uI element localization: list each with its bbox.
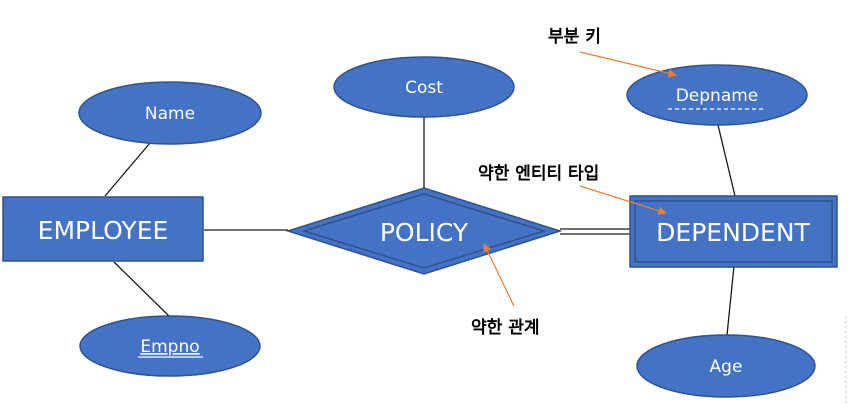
entity-dependent-inner-box [634,200,833,263]
attribute-depname-ellipse [626,64,808,126]
entity-dependent-label: DEPENDENT [656,218,810,247]
attribute-cost-ellipse [333,56,515,118]
entity-employee-box [2,196,204,262]
attribute-name: Name [78,81,262,145]
attribute-name-label: Name [145,104,195,124]
attribute-cost-label: Cost [405,78,443,98]
attribute-cost: Cost [333,56,515,118]
attribute-name-ellipse [78,81,262,145]
relationship-policy-outer-diamond [285,187,563,275]
attribute-depname-label: Depname [676,86,759,106]
arrow-weak-entity [579,185,667,215]
annotation-partial-key: 부분 키 [548,27,601,47]
entity-employee-label: EMPLOYEE [38,216,169,245]
attribute-empno-label: Empno [140,337,199,357]
entity-employee: EMPLOYEE [2,196,204,262]
attribute-empno-ellipse [79,315,261,377]
line-dependent-age [726,265,735,336]
relationship-policy: POLICY [285,187,563,275]
arrow-weak-relationship [483,243,515,307]
attribute-age-label: Age [710,357,743,377]
line-name-employee [104,142,151,197]
arrow-partial-key [579,51,677,78]
connector-lines [104,115,736,336]
line-employee-empno [113,261,173,320]
attribute-age: Age [636,334,816,398]
attribute-age-ellipse [636,334,816,398]
relationship-policy-inner-diamond [301,193,547,269]
annotation-weak-relationship: 약한 관계 [471,317,539,338]
line-depname-dependent [717,124,736,197]
attribute-depname: Depname [626,64,808,126]
attribute-empno: Empno [79,315,261,377]
annotation-arrows [483,51,677,307]
entity-dependent: DEPENDENT [629,195,838,268]
annotation-weak-entity: 약한 엔티티 타입 [478,163,599,184]
relationship-policy-label: POLICY [380,218,469,247]
